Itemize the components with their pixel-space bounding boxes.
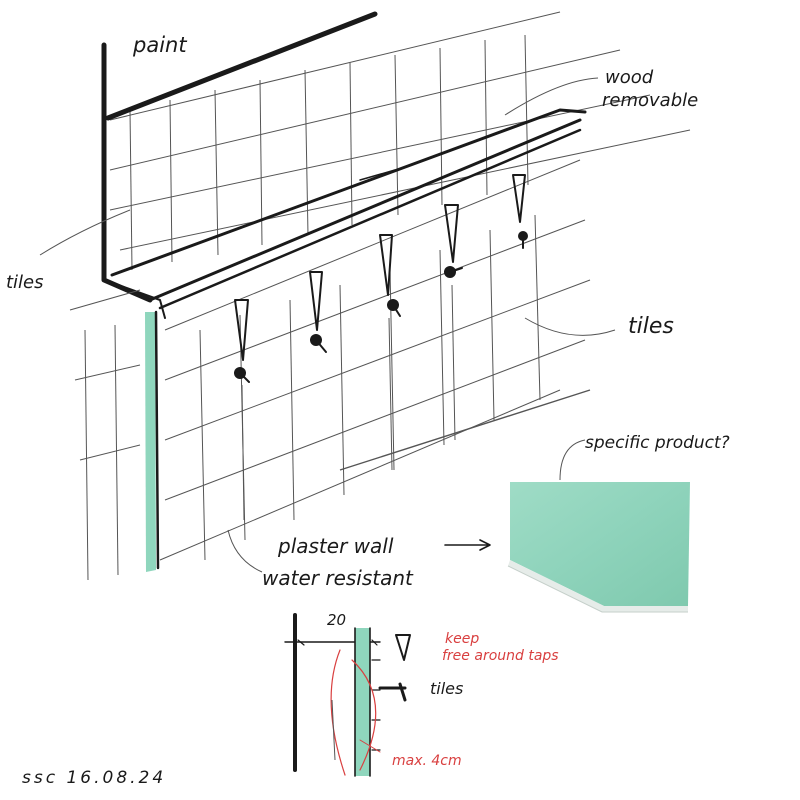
signature: ssc 16.08.24 [22,768,166,788]
wood-shelf [109,108,587,319]
tiles-right-leader-line [524,317,616,336]
label-water-resistant: water resistant [262,566,414,590]
tap-1 [234,299,250,521]
plaster-arrow [444,539,491,551]
tap-2 [309,271,327,353]
plaster-leader-line [227,529,263,573]
label-removable: removable [602,90,698,111]
tap-3 [379,234,401,471]
label-plaster-wall: plaster wall [277,534,394,558]
label-dimension: 20 [327,611,346,629]
label-keep: keep [445,631,479,647]
section-detail [284,613,411,777]
label-wood: wood [605,67,654,88]
paint-boundary-line [105,11,378,121]
wall-corner-line [101,42,153,303]
label-free-around-taps: free around taps [442,648,559,664]
label-max: max. 4cm [392,753,462,769]
upper-tile-grid [109,11,691,271]
label-tiles-right: tiles [628,314,674,339]
label-tiles-section: tiles [430,679,463,698]
label-tiles-left: tiles [6,272,44,293]
taps-group [234,174,528,521]
label-specific-product: specific product? [585,433,730,453]
section-plaster-board [355,628,370,776]
plaster-board-edge [145,312,156,572]
wood-leader-line [504,77,599,116]
tiles-left-leader-line [39,209,131,256]
tap-4 [444,204,463,441]
product-leader-line [559,439,586,481]
tap-5 [512,174,528,249]
label-paint: paint [132,33,187,57]
plaster-board-product-image [507,482,690,613]
